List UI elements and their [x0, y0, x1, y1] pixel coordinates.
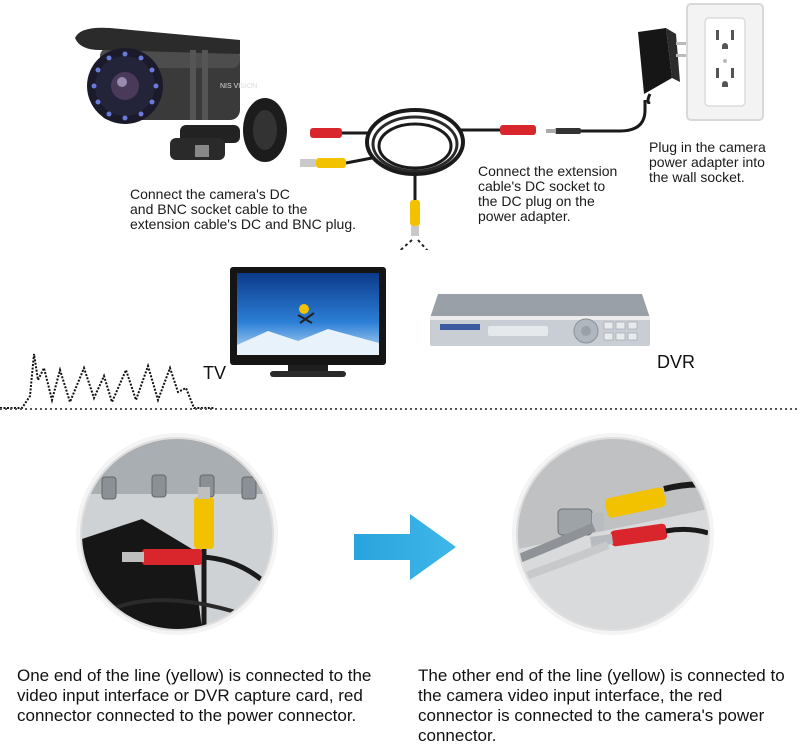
camera-connector-photo	[516, 437, 710, 631]
extension-cable	[300, 100, 690, 250]
tv-label: TV	[203, 363, 227, 383]
right-description: The other end of the line (yellow) is co…	[418, 666, 785, 745]
signal-waveform	[0, 340, 800, 415]
dvr-label: DVR	[657, 352, 696, 372]
caption-extension-socket: Connect the extension cable's DC socket …	[478, 163, 618, 224]
cctv-camera-icon: NIS VISION	[70, 20, 300, 170]
camera-brand-label: NIS VISION	[220, 83, 257, 90]
tv-monitor-icon	[228, 265, 388, 380]
right-arrow-icon	[352, 512, 460, 582]
wall-outlet-icon	[685, 2, 765, 122]
dvr-recorder-icon	[428, 290, 652, 352]
dvr-connector-photo	[80, 437, 274, 631]
left-description: One end of the line (yellow) is connecte…	[17, 666, 372, 725]
caption-wall-socket: Plug in the camera power adapter into th…	[649, 139, 766, 185]
power-adapter-icon	[628, 24, 688, 104]
caption-camera-cable: Connect the camera's DC and BNC socket c…	[130, 186, 357, 232]
